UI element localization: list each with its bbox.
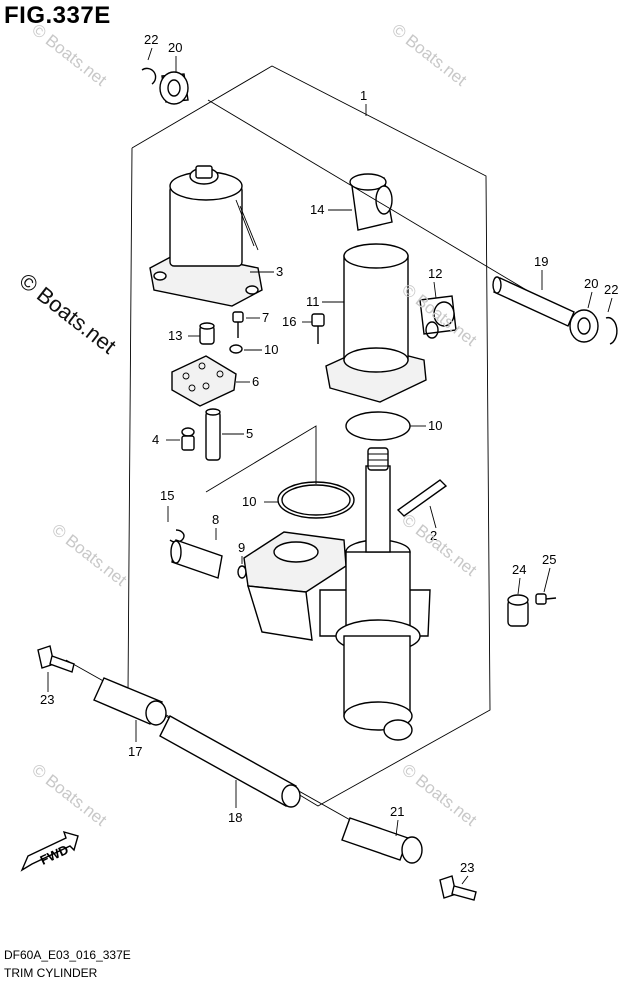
callout-4: 4	[152, 432, 159, 447]
release-valve-8[interactable]	[170, 539, 223, 579]
o-ring-10-small[interactable]	[229, 344, 243, 354]
reservoir-cap-12[interactable]	[419, 295, 457, 339]
o-ring-10-large-inner	[281, 484, 351, 516]
valve-body-6[interactable]	[171, 355, 237, 407]
callout-25: 25	[542, 552, 556, 567]
callout-3: 3	[276, 264, 283, 279]
callout-7: 7	[262, 310, 269, 325]
bolt-23-lower[interactable]	[439, 875, 477, 901]
spacer-24[interactable]	[507, 594, 529, 627]
o-ring-10-large[interactable]	[277, 481, 355, 519]
bolt-23-left[interactable]	[37, 645, 75, 673]
callout-20-right: 20	[584, 276, 598, 291]
o-ring-10-tank[interactable]	[345, 411, 411, 441]
callout-20-top: 20	[168, 40, 182, 55]
figure-title: FIG.337E	[4, 2, 111, 29]
callout-10-b: 10	[428, 418, 442, 433]
reservoir-tank-11[interactable]	[325, 243, 427, 403]
trim-motor[interactable]	[149, 165, 263, 307]
callout-5: 5	[246, 426, 253, 441]
callout-14: 14	[310, 202, 324, 217]
callout-15: 15	[160, 488, 174, 503]
diagram-code: DF60A_E03_016_337E	[4, 948, 131, 962]
callout-12: 12	[428, 266, 442, 281]
diagram-caption: TRIM CYLINDER	[4, 966, 98, 980]
callout-18: 18	[228, 810, 242, 825]
callout-8: 8	[212, 512, 219, 527]
callout-22-top: 22	[144, 32, 158, 47]
callout-2: 2	[430, 528, 437, 543]
piston-rod-2[interactable]	[365, 447, 448, 553]
callout-21: 21	[390, 804, 404, 819]
pin-19[interactable]	[492, 276, 575, 327]
valve-13[interactable]	[199, 322, 215, 345]
callout-10-c: 10	[242, 494, 256, 509]
callout-10-a: 10	[264, 342, 278, 357]
screw-7[interactable]	[232, 311, 244, 338]
callout-16: 16	[282, 314, 296, 329]
callout-6: 6	[252, 374, 259, 389]
circlip-15[interactable]	[169, 529, 185, 543]
leader-lines	[47, 47, 613, 885]
bolt-16[interactable]	[311, 313, 325, 344]
clip-22-right[interactable]	[605, 316, 618, 345]
bushing-21[interactable]	[341, 817, 423, 864]
callout-labels: 1 2 3 4 5 6 7 8 9 10 10 10 11 12 13 14 1…	[40, 32, 618, 875]
pin-18[interactable]	[159, 715, 301, 808]
check-valve-5[interactable]	[205, 408, 221, 461]
fwd-label: FWD	[38, 842, 71, 868]
guide-line-valve	[205, 425, 317, 493]
callout-24: 24	[512, 562, 526, 577]
fwd-arrow-icon: FWD	[20, 830, 79, 872]
callout-9: 9	[238, 540, 245, 555]
bushing-17[interactable]	[93, 677, 167, 726]
bolt-25[interactable]	[535, 593, 557, 605]
callout-13: 13	[168, 328, 182, 343]
clip-22-top[interactable]	[141, 67, 157, 85]
callout-17: 17	[128, 744, 142, 759]
callout-1: 1	[360, 88, 367, 103]
bushing-20-top[interactable]	[159, 71, 189, 105]
bushing-14[interactable]	[349, 173, 393, 231]
trim-cylinder-body[interactable]	[243, 531, 431, 741]
callout-23-lower: 23	[460, 860, 474, 875]
bushing-20-right[interactable]	[569, 309, 599, 343]
ring-4[interactable]	[181, 427, 195, 451]
callout-19: 19	[534, 254, 548, 269]
callout-22-right: 22	[604, 282, 618, 297]
callout-23-left: 23	[40, 692, 54, 707]
pin-axis-upper	[207, 99, 581, 323]
callout-11: 11	[306, 294, 320, 309]
